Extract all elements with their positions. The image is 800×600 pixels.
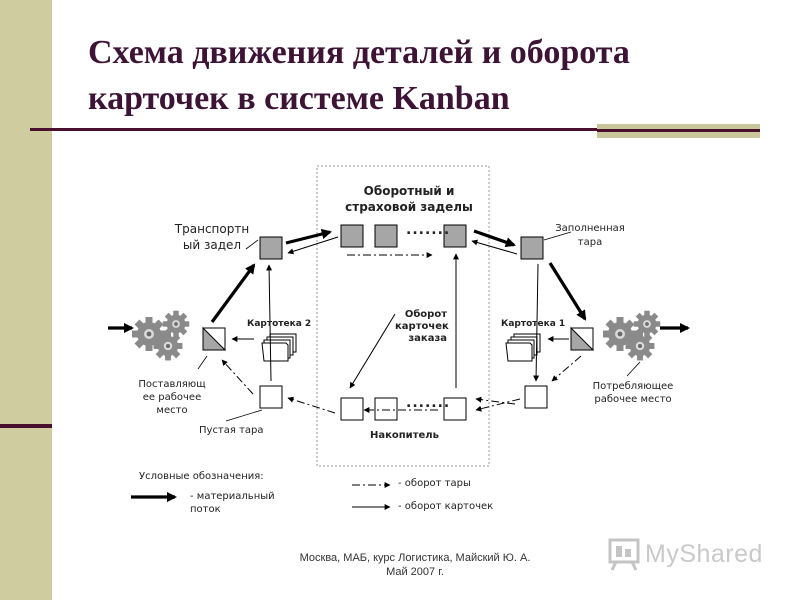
legend-heading: Условные обозначения: — [139, 471, 264, 482]
buffer-box-3 — [443, 224, 467, 248]
transport-box — [259, 236, 283, 260]
callout-leaders — [197, 231, 641, 422]
myshared-logo-icon — [608, 538, 640, 571]
accumulator-box-3 — [443, 397, 467, 421]
cardfile-1-icon — [505, 333, 541, 362]
tare-flow-arrows — [221, 252, 582, 414]
order-label-line-3: заказа — [408, 333, 447, 344]
transport-buffer-label: Транспортн ый задел — [175, 221, 249, 253]
order-cards-label: Оборот карточек заказа — [395, 309, 449, 345]
filled-tare-label: Заполненная тара — [555, 222, 625, 250]
empty-tare-box-left — [259, 385, 283, 409]
legend-tare-label: - оборот тары — [398, 478, 471, 489]
cardfile-2-label: Картотека 2 — [247, 319, 312, 329]
material-flow-arrows — [108, 229, 691, 334]
filled-label-line-2: тара — [577, 237, 603, 248]
empty-tare-box-right — [524, 385, 548, 409]
buffer-box-1 — [340, 224, 364, 248]
buffer-heading-line-1: Оборотный и — [363, 184, 455, 198]
watermark-logo: MyShared — [605, 536, 763, 572]
consumer-post-box — [570, 326, 595, 351]
title-line-2: карточек в системе Kanban — [88, 80, 510, 117]
legend-material-line-2: поток — [190, 504, 221, 515]
accumulator-box-2 — [374, 397, 398, 421]
title-decor-line — [597, 129, 760, 132]
accumulator-box-1 — [340, 397, 364, 421]
slide-title: Схема движения деталей и оборота карточе… — [88, 30, 778, 122]
order-label-line-2: карточек — [395, 321, 449, 332]
supplier-label: Поставляющ ее рабочее место — [138, 378, 205, 417]
empty-tare-label: Пустая тара — [199, 425, 264, 436]
cardfile-1-label: Картотека 1 — [501, 319, 566, 329]
side-decor-bar — [0, 0, 52, 600]
legend-material-label: - материальный поток — [190, 490, 275, 516]
consumer-gears-icon — [603, 310, 661, 361]
supplier-gears-icon — [132, 310, 190, 361]
buffer-heading: Оборотный и страховой заделы — [345, 183, 473, 215]
supplier-post-box — [202, 326, 227, 351]
accumulator-dots: ....... — [406, 395, 451, 411]
buffer-box-2 — [374, 224, 398, 248]
transport-label-line-1: Транспортн — [174, 222, 250, 236]
footer-line-2: Май 2007 г. — [386, 566, 444, 578]
buffer-zone-frame — [316, 165, 490, 467]
card-flow-arrows — [231, 236, 569, 389]
footer-line-1: Москва, МАБ, курс Логистика, Майский Ю. … — [299, 552, 531, 564]
consumer-label: Потребляющее рабочее место — [593, 380, 674, 406]
order-label-line-1: Оборот — [404, 309, 447, 320]
accumulator-label: Накопитель — [370, 430, 439, 441]
consumer-label-line-1: Потребляющее — [592, 381, 674, 392]
legend-card-label: - оборот карточек — [398, 501, 494, 512]
logo-text: MyShared — [645, 539, 763, 568]
cardfile-2-icon — [261, 333, 297, 362]
title-line-1: Схема движения деталей и оборота — [88, 34, 630, 71]
legend-material-line-1: - материальный — [190, 491, 275, 502]
filled-tare-box — [520, 236, 544, 260]
transport-label-line-2: ый задел — [182, 238, 242, 252]
supplier-label-line-2: ее рабочее — [142, 392, 202, 403]
supplier-label-line-1: Поставляющ — [138, 379, 206, 390]
filled-label-line-1: Заполненная — [555, 223, 625, 234]
buffer-dots: ....... — [406, 222, 451, 238]
consumer-label-line-2: рабочее место — [594, 394, 672, 405]
buffer-heading-line-2: страховой заделы — [345, 200, 473, 214]
supplier-label-line-3: место — [156, 405, 188, 416]
title-underline — [30, 128, 755, 131]
slide-footer: Москва, МАБ, курс Логистика, Майский Ю. … — [285, 551, 545, 579]
side-accent-line — [0, 424, 52, 428]
